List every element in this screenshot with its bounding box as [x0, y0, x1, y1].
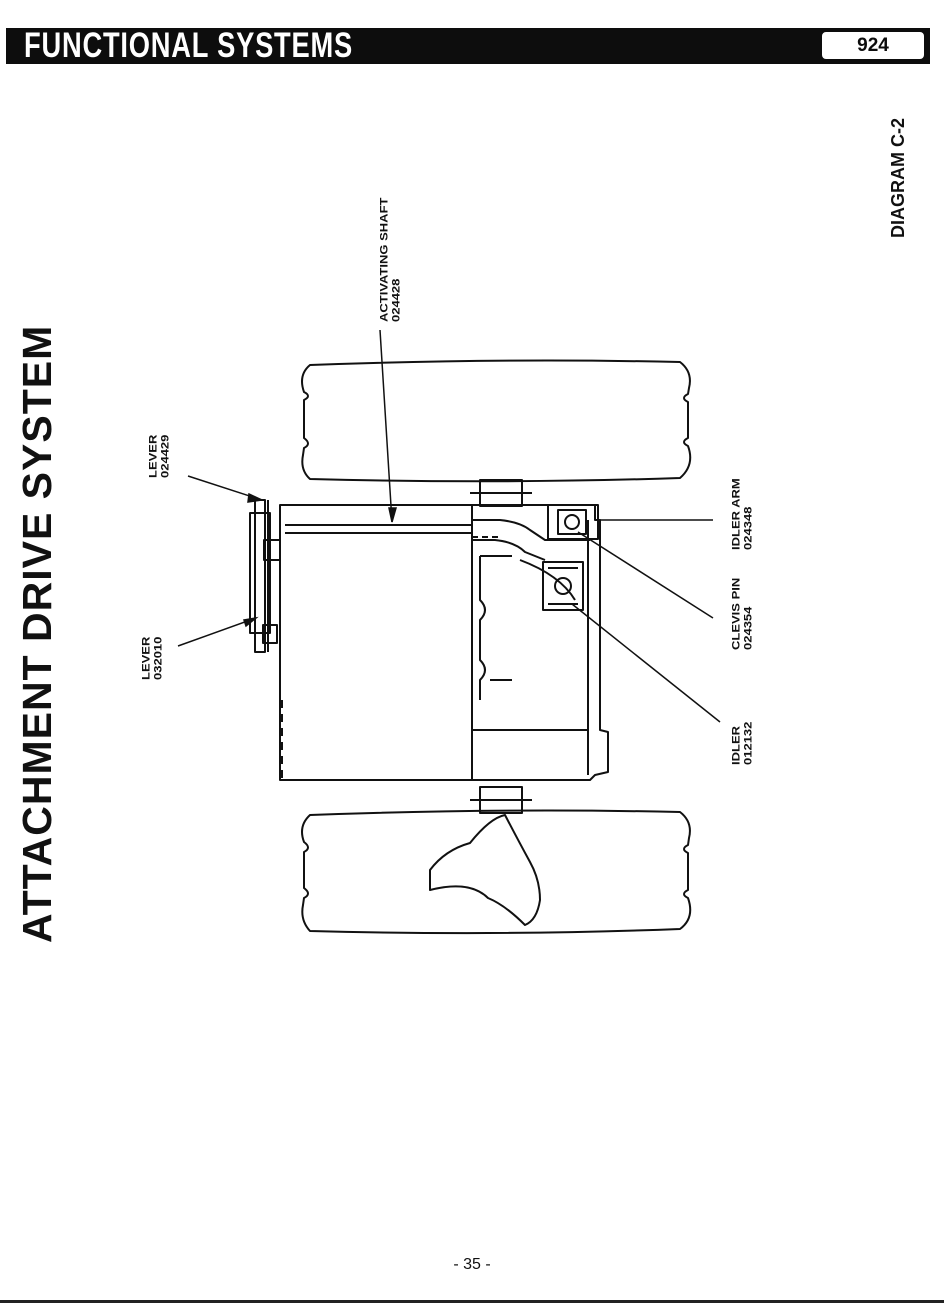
header-bar	[6, 28, 930, 64]
callout-part-number: 024354	[741, 606, 754, 650]
callout-idler-arm: IDLER ARM 024348	[729, 478, 754, 550]
callout-idler: IDLER 012132	[729, 721, 754, 765]
callout-activating-shaft: ACTIVATING SHAFT 024428	[377, 198, 402, 322]
main-frame	[279, 504, 609, 781]
callout-lever-upper: LEVER 024429	[146, 434, 171, 478]
callout-part-number: 024428	[389, 278, 402, 322]
bottom-rule	[0, 1300, 944, 1303]
leader-lever-lower	[177, 617, 257, 647]
page-title: FUNCTIONAL SYSTEMS	[24, 26, 354, 65]
callout-part-number: 024429	[158, 434, 171, 478]
callout-clevis-pin: CLEVIS PIN 024354	[729, 578, 754, 650]
lower-tire	[301, 809, 692, 935]
callout-part-number: 032010	[151, 636, 164, 680]
idler-arm	[547, 504, 599, 540]
idler-pulley	[542, 561, 584, 611]
callout-lever-lower: LEVER 032010	[139, 636, 164, 680]
cutaway-section	[429, 814, 541, 926]
page-number: - 35 -	[453, 1256, 491, 1273]
callout-part-number: 024348	[741, 506, 754, 550]
model-number-badge: 924	[820, 30, 926, 61]
leader-clevis-pin	[577, 531, 714, 619]
callout-part-number: 012132	[741, 721, 754, 765]
leader-idler	[571, 603, 721, 723]
upper-tire	[301, 359, 692, 483]
leader-activating-shaft	[379, 329, 393, 523]
